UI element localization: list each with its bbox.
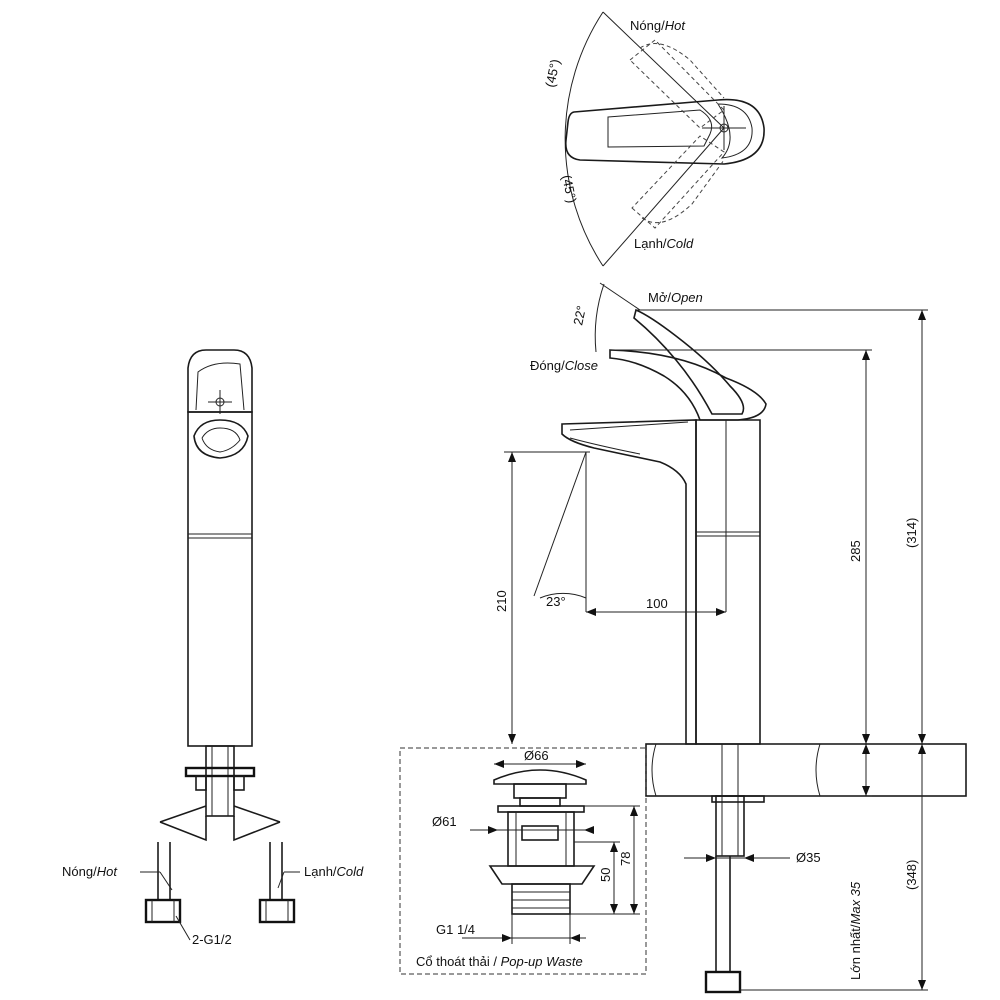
top-angle-lower: (45°) — [559, 174, 580, 205]
front-spout — [193, 419, 249, 459]
dim-spout-height: 210 — [494, 590, 509, 612]
cold-fitting — [258, 898, 296, 924]
dim-flange: Ø61 — [432, 814, 457, 829]
spout — [561, 419, 697, 745]
top-hot-label: Nóng/Hot — [630, 18, 686, 33]
max-thickness-label: Lớn nhất/Max 35 — [848, 881, 863, 980]
hot-fitting — [144, 898, 182, 924]
close-label: Đóng/Close — [530, 358, 598, 373]
dim-thread: G1 1/4 — [436, 922, 475, 937]
angle-spout: 23° — [546, 594, 566, 609]
waste-cap — [493, 769, 587, 785]
countertop — [645, 743, 967, 797]
dim-78: 78 — [618, 852, 633, 866]
dim-hose-length: (348) — [904, 860, 919, 890]
front-cold-label: Lạnh/Cold — [304, 864, 364, 879]
lever-closed — [609, 349, 767, 421]
handle-hot-position — [629, 39, 725, 129]
waste-frame — [399, 747, 647, 975]
dim-50: 50 — [598, 868, 613, 882]
dim-total-height: (314) — [904, 518, 919, 548]
dim-reach: 100 — [646, 596, 668, 611]
dim-cap: Ø66 — [524, 748, 549, 763]
rotation-arc — [564, 11, 604, 267]
dim-body-height: 285 — [848, 540, 863, 562]
thread-label: 2-G1/2 — [192, 932, 232, 947]
front-hot-label: Nóng/Hot — [62, 864, 118, 879]
dim-shank: Ø35 — [796, 850, 821, 865]
front-body — [187, 411, 253, 747]
top-angle-upper: (45°) — [542, 58, 563, 89]
angle-lever: 22° — [570, 304, 589, 326]
popup-waste: Ø66 Ø61 G1 1/4 50 78 Cổ thoát thải / Pop… — [399, 747, 647, 975]
handle-top — [564, 98, 765, 165]
open-label: Mở/Open — [648, 290, 703, 305]
lever-open — [633, 308, 745, 415]
top-cold-label: Lạnh/Cold — [634, 236, 694, 251]
handle-cold-position — [631, 135, 725, 229]
top-view: Nóng/Hot Lạnh/Cold (45°) (45°) — [542, 11, 765, 267]
side-view: 210 23° 100 285 (314) Lớn nhất/Max 35 — [494, 282, 967, 994]
waste-caption: Cổ thoát thải / Pop-up Waste — [416, 954, 583, 969]
front-handle — [187, 349, 253, 413]
front-view: Nóng/Hot Lạnh/Cold 2-G1/2 — [62, 349, 364, 947]
